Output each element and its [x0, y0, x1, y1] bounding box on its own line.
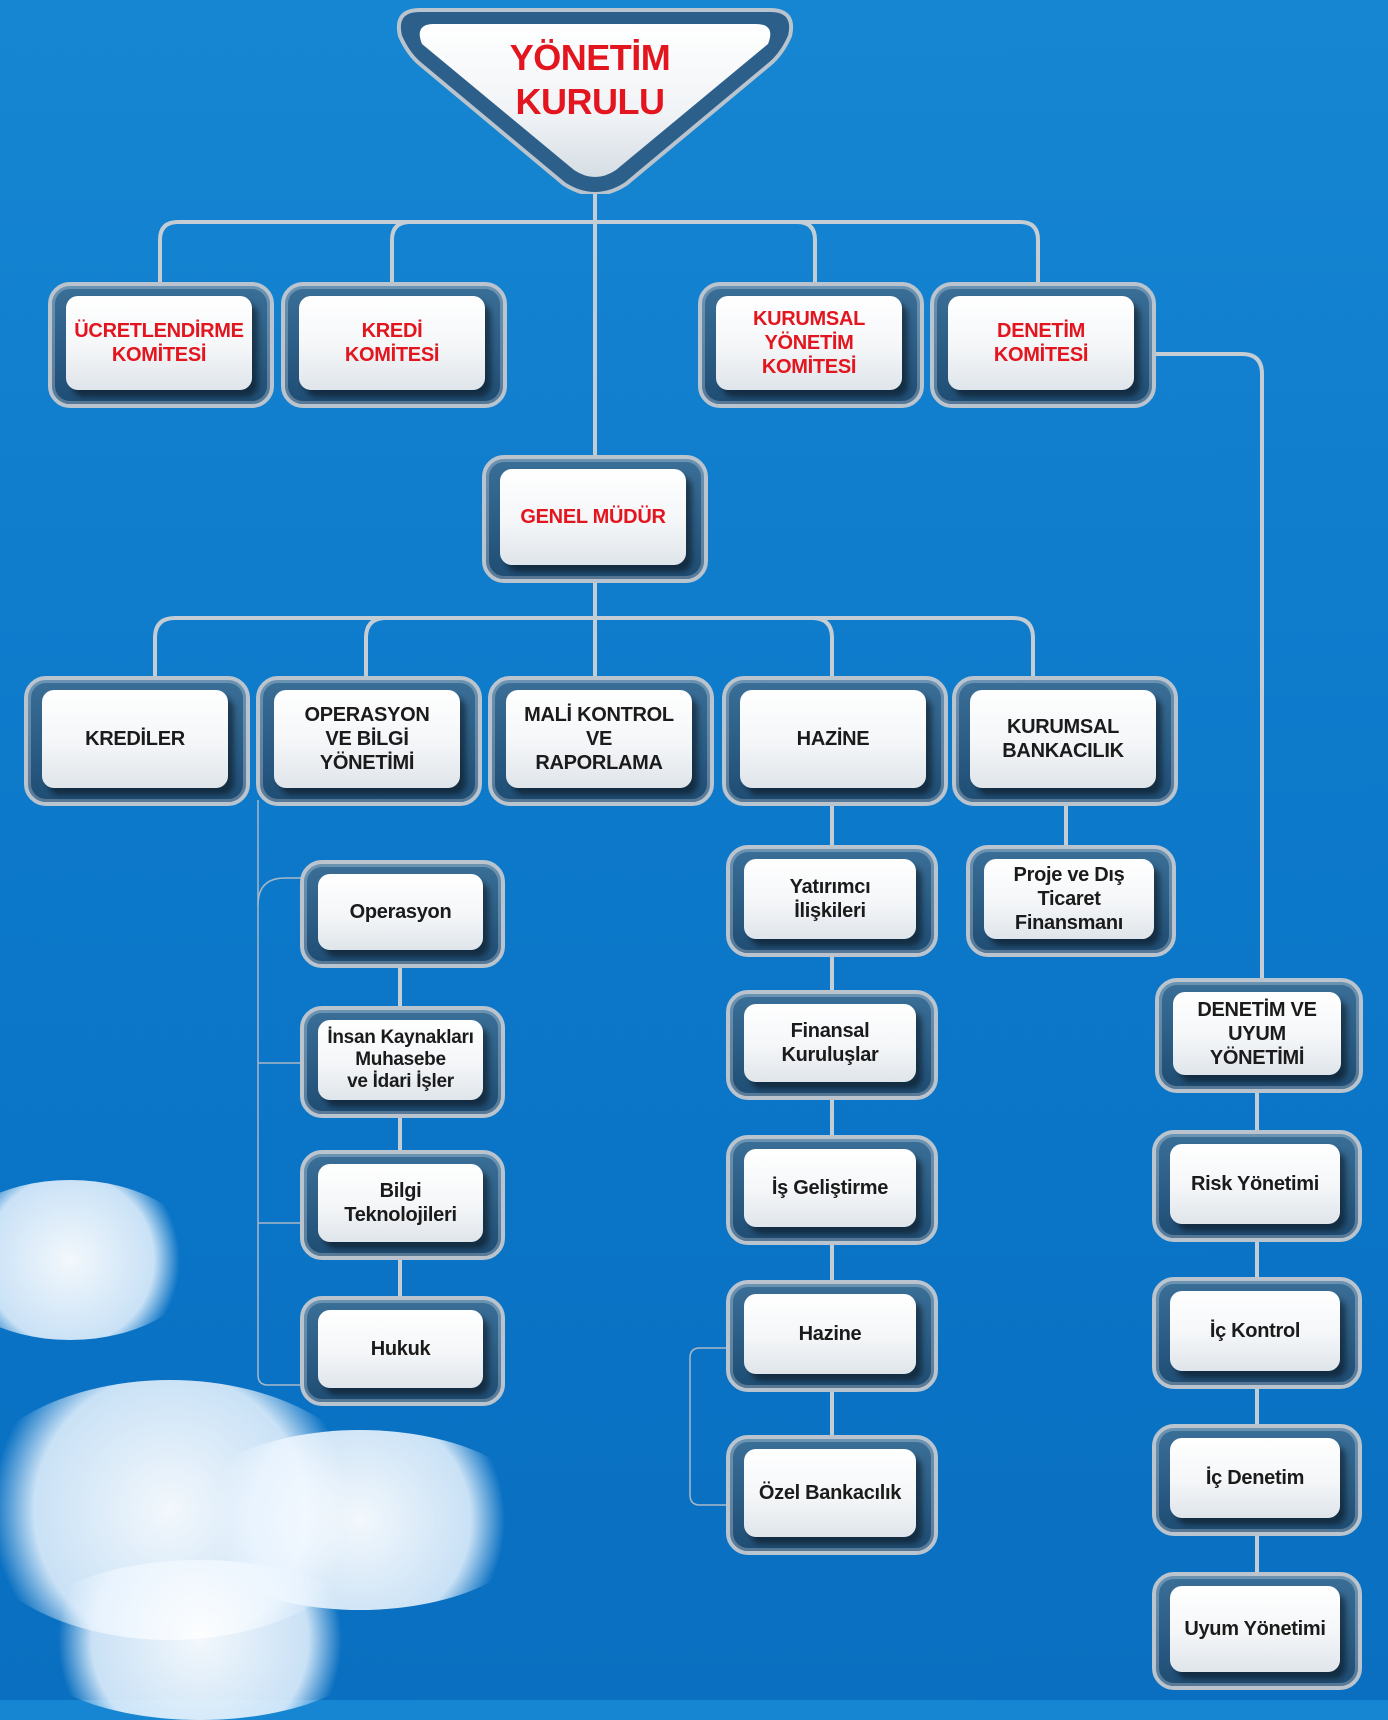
unit-legal: Hukuk — [300, 1296, 505, 1406]
unit-operations-label: Operasyon — [318, 874, 483, 950]
general-manager-label: GENEL MÜDÜR — [500, 469, 686, 565]
unit-information-technology-label: Bilgi Teknolojileri — [318, 1164, 483, 1242]
division-financial-control: MALİ KONTROL VE RAPORLAMA — [488, 676, 714, 806]
unit-treasury: Hazine — [726, 1280, 938, 1392]
board-triangle-shape — [397, 8, 793, 194]
board-of-directors-label: YÖNETİM KURULU — [509, 37, 671, 122]
unit-internal-control: İç Kontrol — [1152, 1277, 1362, 1389]
unit-business-development: İş Geliştirme — [726, 1135, 938, 1245]
general-manager: GENEL MÜDÜR — [482, 455, 708, 583]
division-operations: OPERASYON VE BİLGİ YÖNETİMİ — [256, 676, 482, 806]
unit-operations: Operasyon — [300, 860, 505, 968]
division-credits-label: KREDİLER — [42, 690, 228, 788]
unit-financial-institutions-label: Finansal Kuruluşlar — [744, 1004, 916, 1082]
division-corporate-banking-label: KURUMSAL BANKACILIK — [970, 690, 1156, 788]
unit-private-banking: Özel Bankacılık — [726, 1435, 938, 1555]
division-treasury: HAZİNE — [722, 676, 948, 806]
unit-risk-management-label: Risk Yönetimi — [1170, 1144, 1340, 1224]
unit-hr-accounting-admin-label: İnsan Kaynakları Muhasebe ve İdari İşler — [318, 1020, 483, 1100]
division-credits: KREDİLER — [24, 676, 250, 806]
audit-compliance-management-label: DENETİM VE UYUM YÖNETİMİ — [1173, 992, 1341, 1075]
division-corporate-banking: KURUMSAL BANKACILIK — [952, 676, 1178, 806]
unit-internal-audit-label: İç Denetim — [1170, 1438, 1340, 1518]
division-financial-control-label: MALİ KONTROL VE RAPORLAMA — [506, 690, 692, 788]
committee-remuneration-label: ÜCRETLENDİRME KOMİTESİ — [66, 296, 252, 390]
unit-treasury-label: Hazine — [744, 1294, 916, 1374]
committee-audit-label: DENETİM KOMİTESİ — [948, 296, 1134, 390]
audit-compliance-management: DENETİM VE UYUM YÖNETİMİ — [1155, 978, 1363, 1093]
committee-credit-label: KREDİ KOMİTESİ — [299, 296, 485, 390]
unit-hr-accounting-admin: İnsan Kaynakları Muhasebe ve İdari İşler — [300, 1006, 505, 1118]
committee-remuneration: ÜCRETLENDİRME KOMİTESİ — [48, 282, 274, 408]
unit-business-development-label: İş Geliştirme — [744, 1149, 916, 1227]
division-treasury-label: HAZİNE — [740, 690, 926, 788]
unit-legal-label: Hukuk — [318, 1310, 483, 1388]
unit-financial-institutions: Finansal Kuruluşlar — [726, 990, 938, 1100]
committee-credit: KREDİ KOMİTESİ — [281, 282, 507, 408]
unit-information-technology: Bilgi Teknolojileri — [300, 1150, 505, 1260]
unit-compliance-management: Uyum Yönetimi — [1152, 1572, 1362, 1690]
unit-compliance-management-label: Uyum Yönetimi — [1170, 1586, 1340, 1672]
unit-project-trade-finance: Proje ve Dış Ticaret Finansmanı — [966, 845, 1176, 957]
unit-investor-relations-label: Yatırımcı İlişkileri — [744, 859, 916, 939]
committee-audit: DENETİM KOMİTESİ — [930, 282, 1156, 408]
unit-risk-management: Risk Yönetimi — [1152, 1130, 1362, 1242]
unit-project-trade-finance-label: Proje ve Dış Ticaret Finansmanı — [984, 859, 1154, 939]
unit-investor-relations: Yatırımcı İlişkileri — [726, 845, 938, 957]
unit-private-banking-label: Özel Bankacılık — [744, 1449, 916, 1537]
division-operations-label: OPERASYON VE BİLGİ YÖNETİMİ — [274, 690, 460, 788]
unit-internal-audit: İç Denetim — [1152, 1424, 1362, 1536]
unit-internal-control-label: İç Kontrol — [1170, 1291, 1340, 1371]
committee-corporate-governance: KURUMSAL YÖNETİM KOMİTESİ — [698, 282, 924, 408]
committee-corporate-governance-label: KURUMSAL YÖNETİM KOMİTESİ — [716, 296, 902, 390]
